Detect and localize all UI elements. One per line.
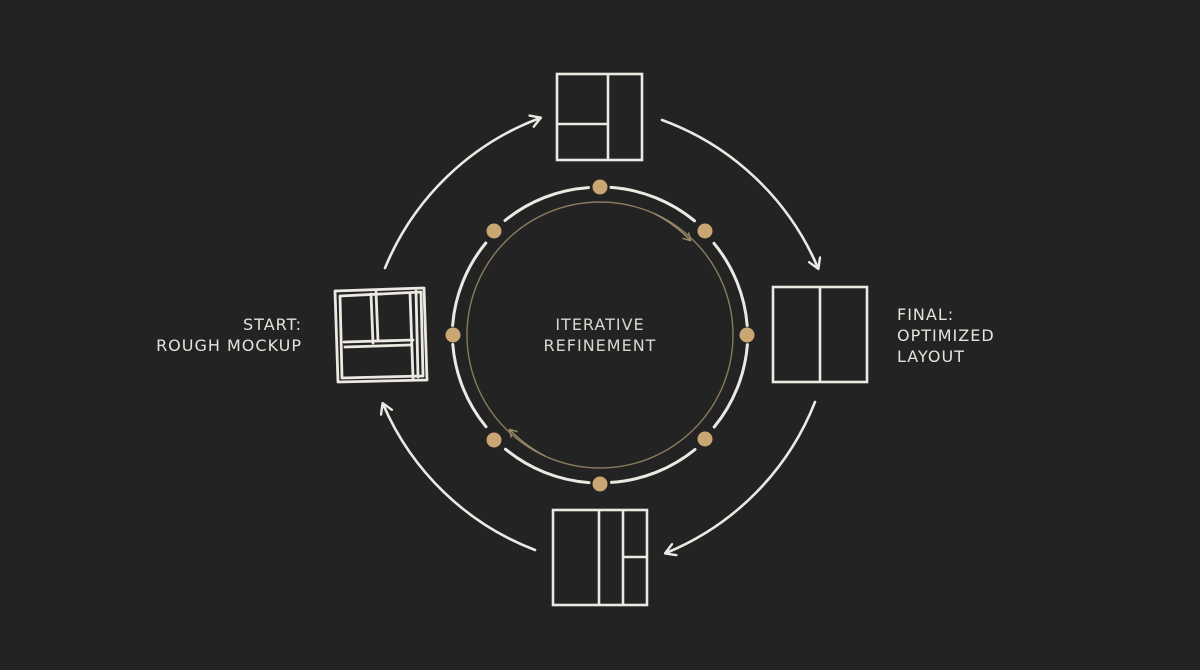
ring-node (697, 431, 713, 447)
cycle-arrow-final-to-bottom (666, 400, 817, 553)
start-mockup-icon (333, 286, 429, 384)
cycle-arrow-bottom-to-start (383, 404, 537, 552)
start-label: START: ROUGH MOCKUP (120, 314, 302, 356)
ring-node (592, 476, 608, 492)
center-label-line1: ITERATIVE (555, 315, 645, 334)
ring-node (697, 223, 713, 239)
final-label-line1: FINAL: (897, 305, 955, 324)
ring-node (739, 327, 755, 343)
start-label-line2: ROUGH MOCKUP (156, 336, 302, 355)
ring-nodes (445, 179, 755, 492)
final-label: FINAL: OPTIMIZED LAYOUT (897, 304, 1077, 367)
ring-node (445, 327, 461, 343)
final-label-line3: LAYOUT (897, 347, 965, 366)
ring-node (486, 432, 502, 448)
center-label-line2: REFINEMENT (543, 336, 657, 355)
cycle-arrow-start-to-top (383, 118, 540, 270)
final-layout-icon (771, 285, 869, 384)
bottom-layout-icon (551, 508, 649, 607)
cycle-arrow-top-to-final (660, 118, 818, 268)
start-label-line1: START: (243, 315, 302, 334)
center-label: ITERATIVE REFINEMENT (500, 314, 700, 356)
ring-node (592, 179, 608, 195)
top-layout-icon (555, 72, 644, 162)
ring-node (486, 223, 502, 239)
outer-ring (451, 185, 749, 485)
inner-rotation-ring (466, 201, 734, 469)
final-label-line2: OPTIMIZED (897, 326, 995, 345)
